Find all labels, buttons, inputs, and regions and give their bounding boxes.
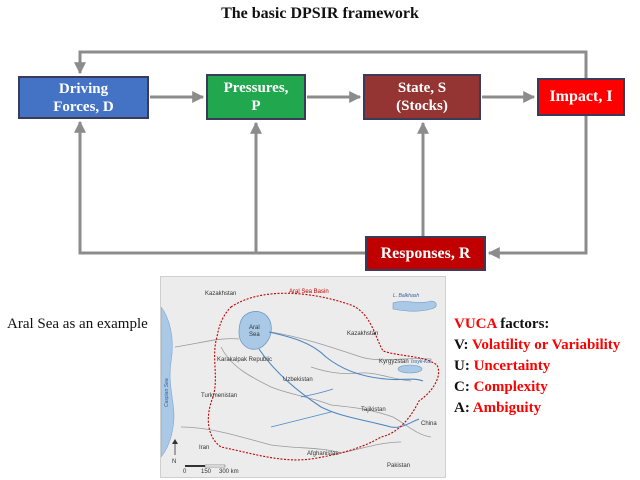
map-label-iran: Iran	[199, 445, 209, 451]
north-arrow-icon	[172, 439, 178, 455]
map-label-afghanistan: Afghanistan	[307, 451, 339, 457]
scale-bar	[185, 464, 226, 468]
vuca-heading-suffix: factors:	[496, 316, 550, 332]
amu-darya-river	[258, 348, 420, 428]
vuca-item-c: C: Complexity	[454, 377, 620, 398]
arrow-responses-to-driving	[74, 120, 365, 255]
state-label: State, S (Stocks)	[396, 80, 448, 114]
map-label-kazakhstan-nw: Kazakhstan	[205, 291, 236, 297]
map-label-basin: Aral Sea Basin	[289, 289, 329, 295]
vuca-heading-acronym: VUCA	[454, 316, 497, 332]
responses-label: Responses, R	[380, 244, 471, 262]
vuca-text: Complexity	[473, 379, 548, 395]
pressures-label: Pressures, P	[223, 80, 289, 114]
vuca-factors-panel: VUCA factors: V: Volatility or Variabili…	[454, 314, 620, 419]
vuca-letter: V:	[454, 337, 472, 353]
issyk-kul-shape	[397, 364, 423, 374]
lake-balkhash-shape	[392, 300, 437, 312]
impact-label: Impact, I	[549, 88, 613, 105]
syr-darya-river	[268, 331, 424, 382]
map-label-aral-line2: Sea	[249, 332, 260, 338]
map-label-kazakhstan-e: Kazakhstan	[347, 331, 378, 337]
map-label-aral-line1: Aral	[249, 325, 260, 331]
map-label-caspian: Caspian Sea	[164, 378, 170, 407]
map-scale-0: 0	[183, 469, 187, 475]
basin-boundary	[207, 292, 439, 461]
map-label-turkmenistan: Turkmenistan	[201, 393, 237, 399]
map-label-north: N	[172, 459, 176, 465]
driving-forces-label: Driving Forces, D	[53, 80, 114, 115]
aral-sea-basin-map: Kazakhstan Aral Sea Basin Kazakhstan Ara…	[160, 276, 446, 478]
map-label-issyk: Issyk-Kul	[411, 359, 432, 365]
pressures-box: Pressures, P	[206, 74, 306, 120]
vuca-item-v: V: Volatility or Variability	[454, 335, 620, 356]
map-label-china: China	[421, 421, 437, 427]
aral-sea-example-label: Aral Sea as an example	[7, 316, 148, 332]
vuca-text: Volatility or Variability	[471, 337, 621, 353]
map-label-karakalpak: Karakalpak Republic	[217, 357, 272, 363]
arrow-impact-to-responses	[487, 116, 588, 259]
state-box: State, S (Stocks)	[363, 74, 481, 120]
map-label-pakistan: Pakistan	[387, 463, 410, 469]
driving-forces-box: Driving Forces, D	[18, 76, 149, 119]
aral-sea-shape	[238, 311, 272, 350]
vuca-letter: C:	[454, 379, 474, 395]
map-label-uzbekistan: Uzbekistan	[283, 377, 313, 383]
vuca-item-u: U: Uncertainty	[454, 356, 620, 377]
arrow-impact-to-driving	[74, 50, 588, 78]
map-scale-300: 300 km	[219, 469, 239, 475]
map-label-kyrgyzstan: Kyrgyzstan	[379, 359, 409, 365]
map-scale-150: 150	[201, 469, 212, 475]
vuca-letter: U:	[454, 358, 474, 374]
responses-box: Responses, R	[365, 236, 486, 271]
caspian-sea-shape	[161, 306, 175, 458]
map-label-tajikistan: Tajikistan	[361, 407, 386, 413]
vuca-heading: VUCA factors:	[454, 314, 620, 335]
diagram-title: The basic DPSIR framework	[221, 5, 419, 22]
vuca-letter: A:	[454, 400, 473, 416]
map-label-balkhash: L. Balkhash	[393, 293, 419, 299]
vuca-text: Ambiguity	[472, 400, 542, 416]
vuca-item-a: A: Ambiguity	[454, 398, 620, 419]
vuca-text: Uncertainty	[473, 358, 551, 374]
impact-box: Impact, I	[537, 78, 625, 116]
